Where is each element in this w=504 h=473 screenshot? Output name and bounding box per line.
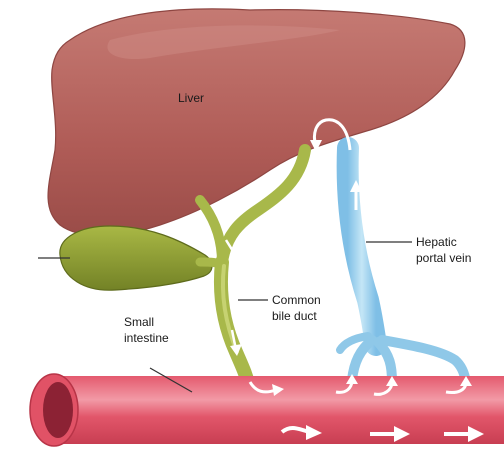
label-small-intestine-line1: Small [124, 315, 154, 329]
label-small-intestine-line2: intestine [124, 331, 169, 345]
label-liver: Liver [178, 91, 204, 105]
label-common-bile-duct-line2: bile duct [272, 309, 317, 323]
hepatic-duct-left [200, 200, 222, 262]
label-hepatic-portal-vein-line1: Hepatic [416, 235, 457, 249]
label-hepatic-portal-vein-line2: portal vein [416, 251, 471, 265]
small-intestine [54, 376, 504, 444]
small-intestine-lumen [43, 382, 73, 438]
label-common-bile-duct-line1: Common [272, 293, 321, 307]
portal-vein-trunk [348, 148, 376, 345]
common-bile-duct [221, 262, 248, 384]
portal-vein-branch-left [352, 340, 372, 380]
gallbladder [60, 226, 212, 290]
